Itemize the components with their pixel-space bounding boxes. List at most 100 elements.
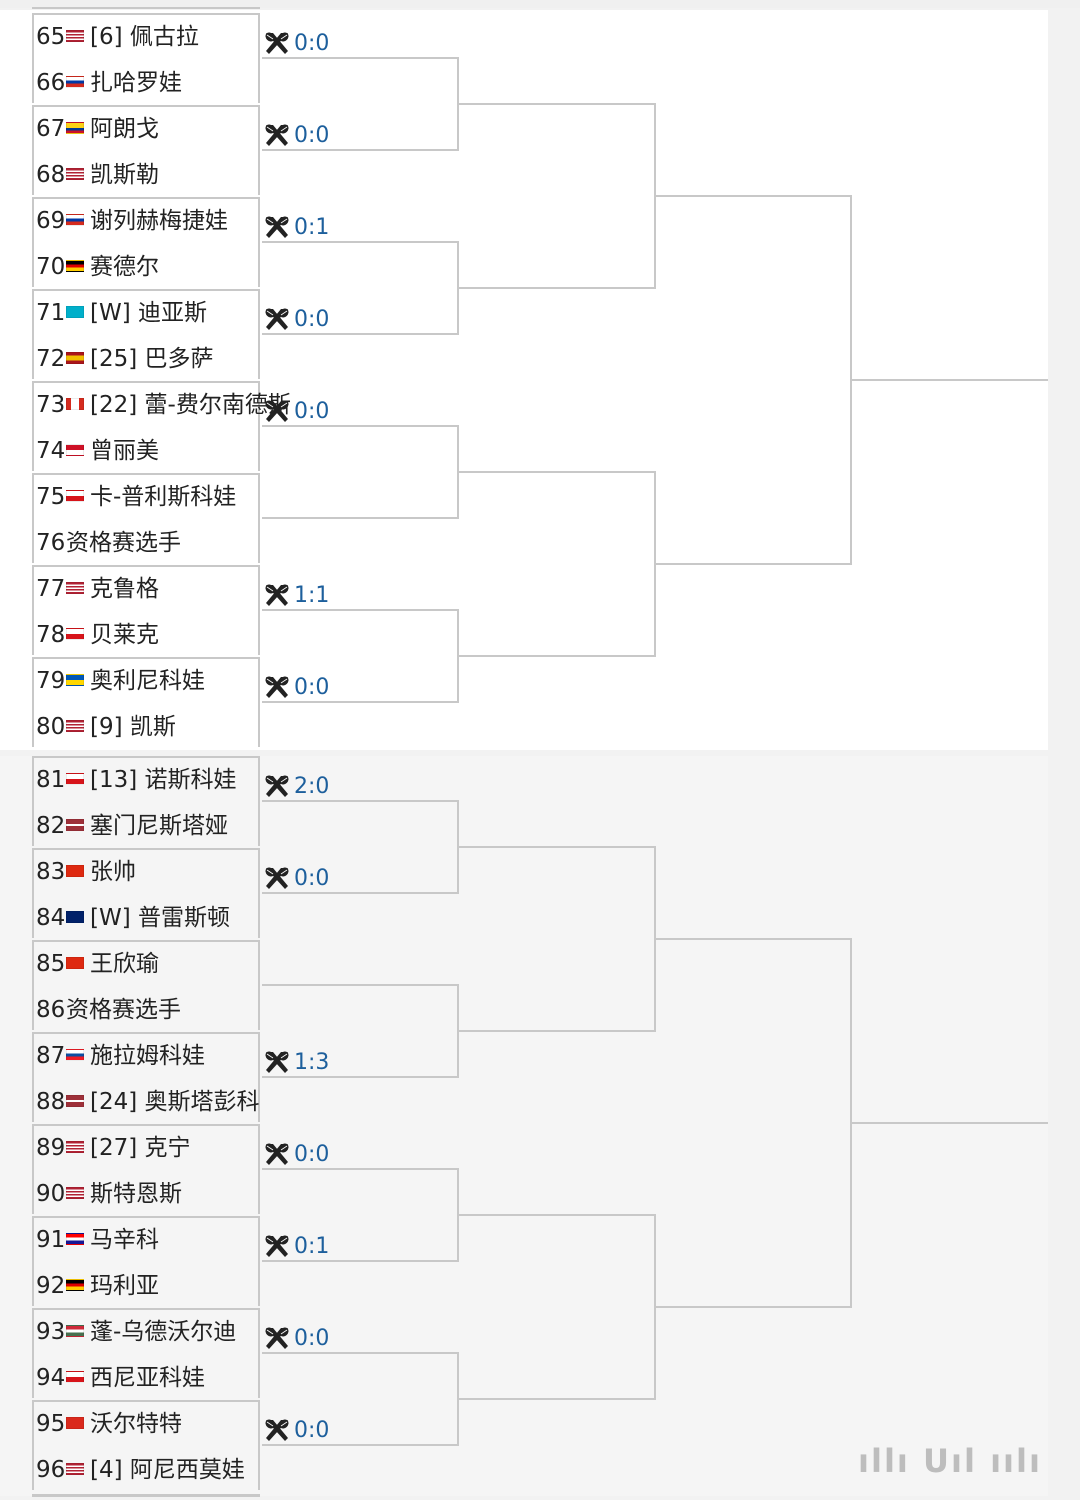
head-to-head-link[interactable]: 1:3 bbox=[264, 1048, 329, 1078]
head-to-head-link[interactable]: 0:0 bbox=[264, 121, 329, 151]
player-name: 玛利亚 bbox=[90, 1273, 159, 1299]
draw-position-number: 93 bbox=[36, 1319, 66, 1345]
draw-position-number: 68 bbox=[36, 162, 66, 188]
head-to-head-link[interactable]: 0:0 bbox=[264, 864, 329, 894]
flag-icon-us bbox=[66, 1462, 84, 1475]
head-to-head-link[interactable]: 0:0 bbox=[264, 397, 329, 427]
flag-icon-cn bbox=[66, 864, 84, 877]
flag-icon-co bbox=[66, 121, 84, 134]
crossed-rackets-icon bbox=[265, 1050, 289, 1073]
player-row[interactable]: 81[13] 诺斯科娃 bbox=[36, 760, 237, 800]
player-name: 西尼亚科娃 bbox=[90, 1365, 205, 1391]
player-name: 蓬-乌德沃尔迪 bbox=[90, 1319, 237, 1345]
head-to-head-score: 1:3 bbox=[294, 1050, 330, 1075]
draw-position-number: 87 bbox=[36, 1043, 66, 1069]
draw-position-number: 78 bbox=[36, 622, 66, 648]
player-name: [27] 克宁 bbox=[90, 1135, 191, 1161]
player-name: 王欣瑜 bbox=[90, 951, 159, 977]
head-to-head-link[interactable]: 0:0 bbox=[264, 305, 329, 335]
player-name: 斯特恩斯 bbox=[90, 1181, 182, 1207]
draw-position-number: 80 bbox=[36, 714, 66, 740]
player-name: 扎哈罗娃 bbox=[90, 70, 182, 96]
player-row[interactable]: 85 王欣瑜 bbox=[36, 944, 159, 984]
player-row[interactable]: 75 卡-普利斯科娃 bbox=[36, 477, 236, 517]
player-row[interactable]: 88[24] 奥斯塔彭科 bbox=[36, 1082, 260, 1122]
head-to-head-score: 0:0 bbox=[294, 31, 330, 56]
flag-icon-us bbox=[66, 29, 84, 42]
player-row[interactable]: 72[25] 巴多萨 bbox=[36, 339, 214, 379]
player-name: 阿朗戈 bbox=[90, 116, 159, 142]
head-to-head-link[interactable]: 0:1 bbox=[264, 213, 329, 243]
player-row[interactable]: 65 [6] 佩古拉 bbox=[36, 17, 199, 57]
flag-icon-ua bbox=[66, 673, 84, 686]
player-name: 张帅 bbox=[90, 859, 136, 885]
player-name: [9] 凯斯 bbox=[90, 714, 176, 740]
player-row[interactable]: 73[22] 蕾-费尔南德斯 bbox=[36, 385, 291, 425]
player-name: 塞门尼斯塔娅 bbox=[90, 813, 228, 839]
draw-position-number: 72 bbox=[36, 346, 66, 372]
top-strip bbox=[0, 0, 1080, 8]
head-to-head-score: 1:1 bbox=[294, 583, 330, 608]
draw-position-number: 65 bbox=[36, 24, 66, 50]
player-row[interactable]: 71[W] 迪亚斯 bbox=[36, 293, 207, 333]
head-to-head-link[interactable]: 2:0 bbox=[264, 772, 329, 802]
divider-line bbox=[32, 7, 260, 9]
player-row[interactable]: 96[4] 阿尼西莫娃 bbox=[36, 1450, 245, 1490]
player-row[interactable]: 76资格赛选手 bbox=[36, 523, 181, 563]
head-to-head-link[interactable]: 0:1 bbox=[264, 1232, 329, 1262]
player-row[interactable]: 93 蓬-乌德沃尔迪 bbox=[36, 1312, 236, 1352]
head-to-head-link[interactable]: 0:0 bbox=[264, 673, 329, 703]
flag-icon-us bbox=[66, 1140, 84, 1153]
player-name: [6] 佩古拉 bbox=[90, 24, 199, 50]
draw-position-number: 70 bbox=[36, 254, 66, 280]
player-name: [4] 阿尼西莫娃 bbox=[90, 1457, 245, 1483]
crossed-rackets-icon bbox=[265, 774, 289, 797]
player-row[interactable]: 89[27] 克宁 bbox=[36, 1128, 191, 1168]
head-to-head-link[interactable]: 1:1 bbox=[264, 581, 329, 611]
flag-icon-lv bbox=[66, 1094, 84, 1107]
crossed-rackets-icon bbox=[265, 123, 289, 146]
head-to-head-link[interactable]: 0:0 bbox=[264, 1416, 329, 1446]
head-to-head-score: 0:1 bbox=[294, 1234, 330, 1259]
head-to-head-score: 2:0 bbox=[294, 774, 330, 799]
head-to-head-link[interactable]: 0:0 bbox=[264, 1324, 329, 1354]
player-row[interactable]: 86资格赛选手 bbox=[36, 990, 181, 1030]
draw-position-number: 85 bbox=[36, 951, 66, 977]
player-row[interactable]: 80 [9] 凯斯 bbox=[36, 707, 176, 747]
head-to-head-score: 0:0 bbox=[294, 399, 330, 424]
player-name: 卡-普利斯科娃 bbox=[90, 484, 237, 510]
player-row[interactable]: 84[W] 普雷斯顿 bbox=[36, 898, 230, 938]
flag-icon-kz bbox=[66, 305, 84, 318]
crossed-rackets-icon bbox=[265, 399, 289, 422]
flag-icon-ca bbox=[66, 397, 84, 410]
draw-position-number: 75 bbox=[36, 484, 66, 510]
head-to-head-link[interactable]: 0:0 bbox=[264, 29, 329, 59]
flag-icon-lv bbox=[66, 818, 84, 831]
player-name: 资格赛选手 bbox=[66, 997, 181, 1023]
head-to-head-link[interactable]: 0:0 bbox=[264, 1140, 329, 1170]
flag-icon-cz bbox=[66, 772, 84, 785]
head-to-head-score: 0:0 bbox=[294, 1142, 330, 1167]
crossed-rackets-icon bbox=[265, 1418, 289, 1441]
crossed-rackets-icon bbox=[265, 583, 289, 606]
